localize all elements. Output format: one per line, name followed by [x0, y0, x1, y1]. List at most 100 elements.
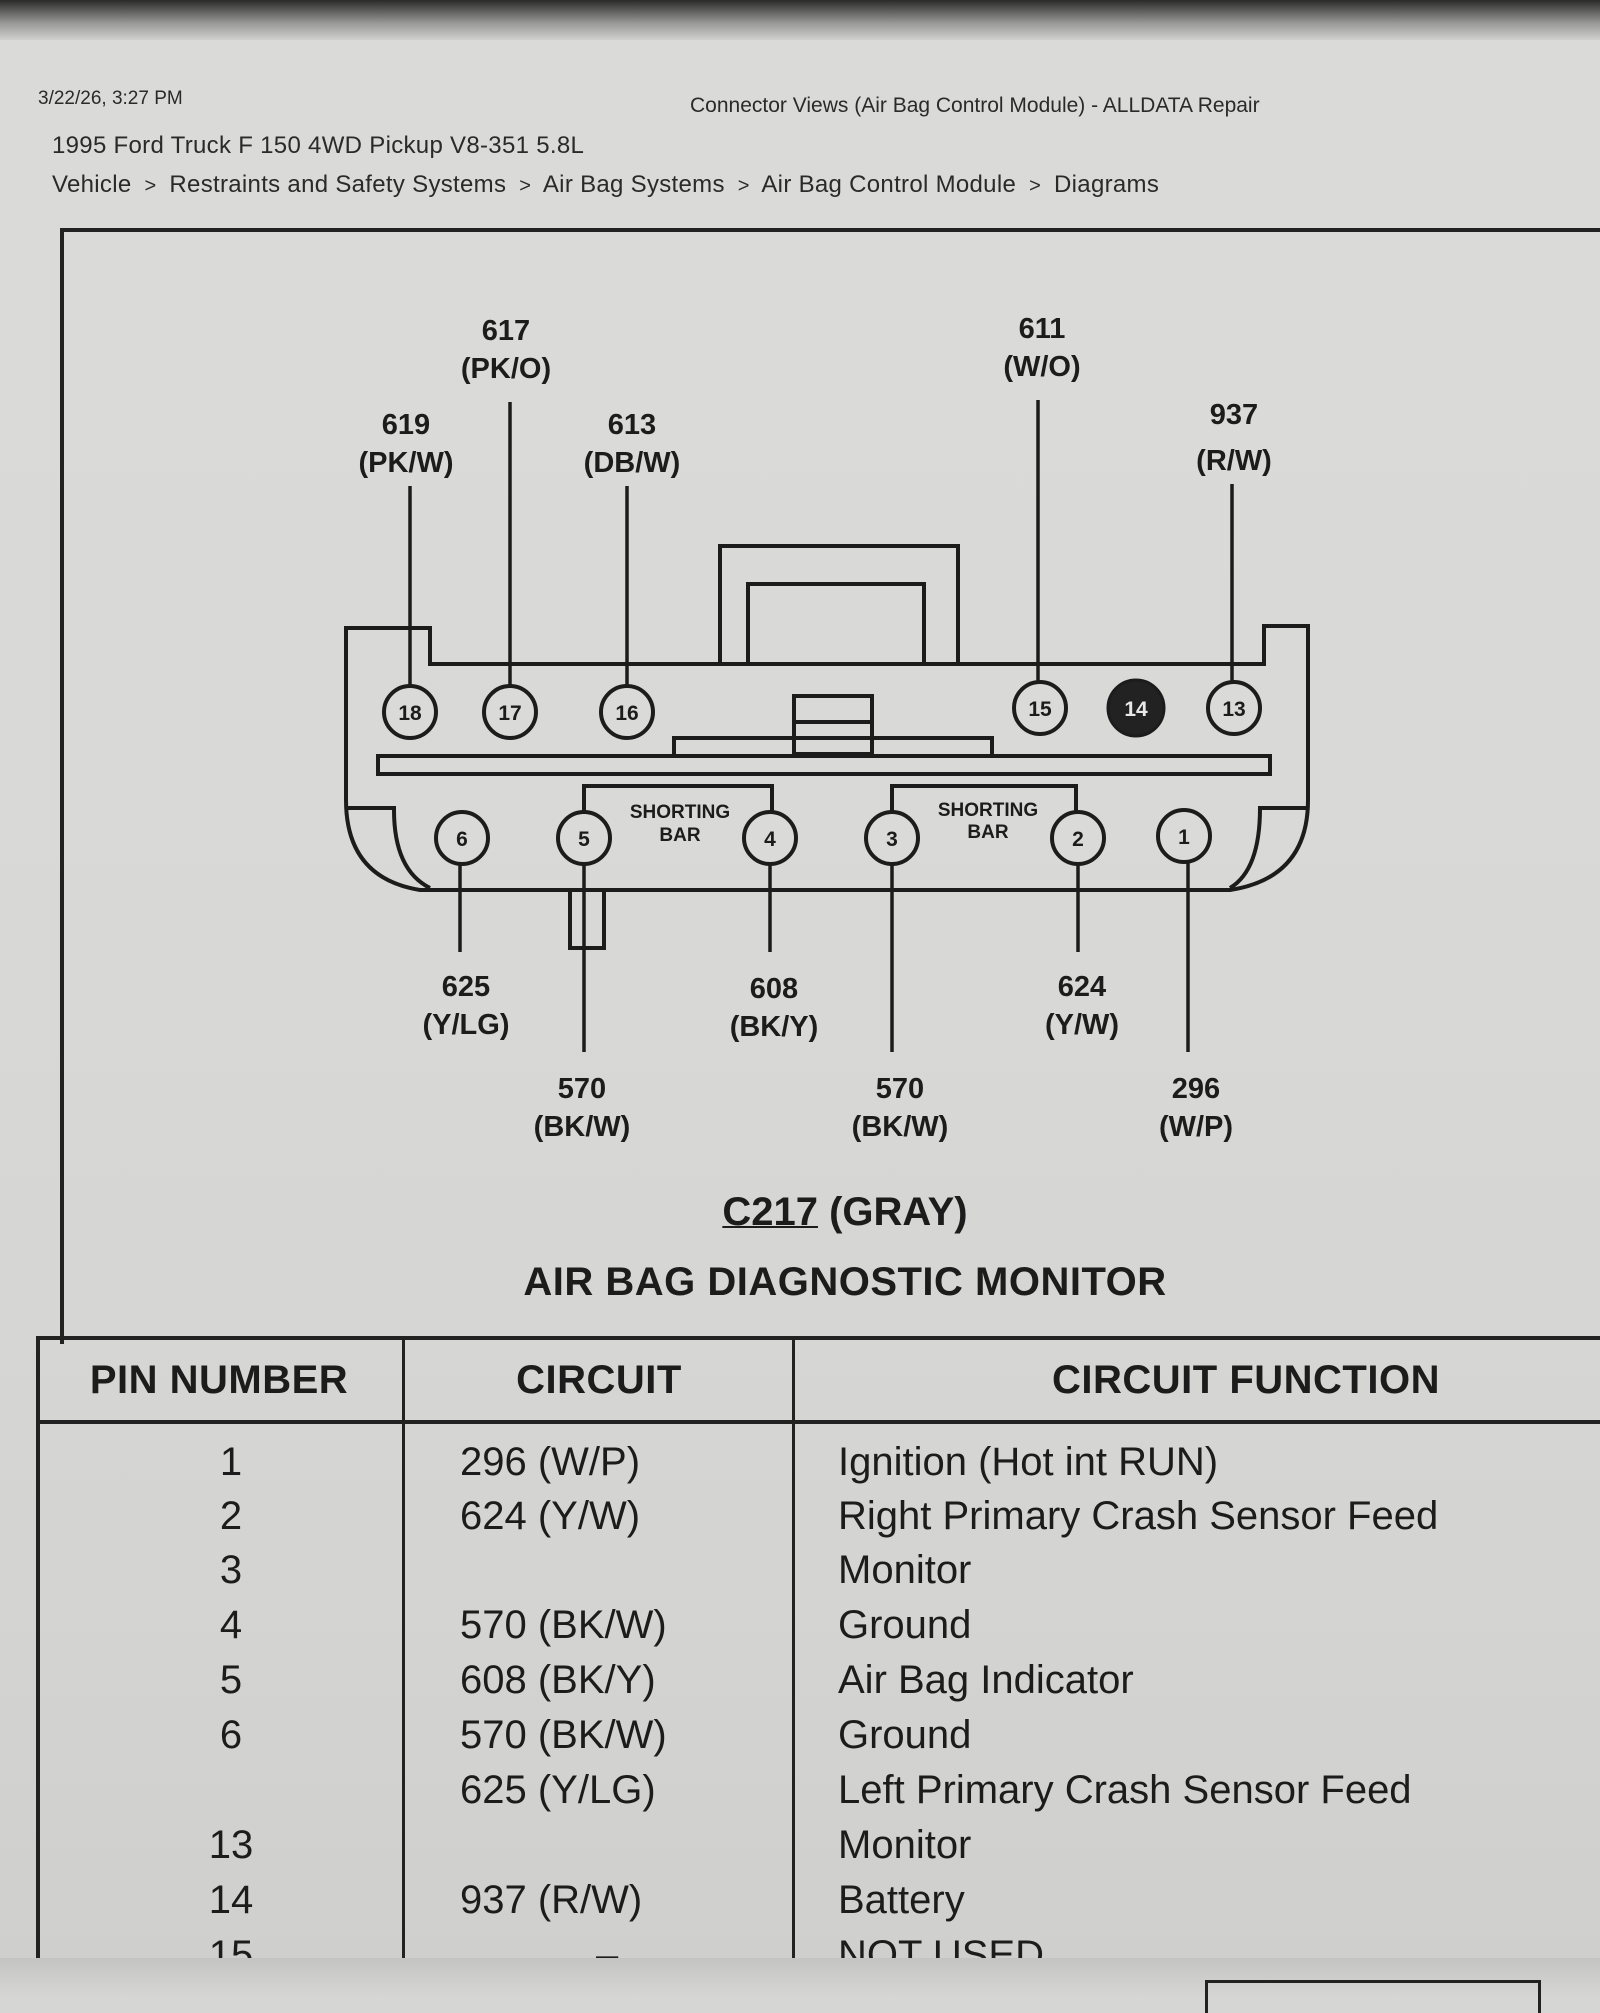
header-pin-number: PIN NUMBER: [89, 1358, 349, 1402]
function-cell: Ground: [838, 1713, 972, 1757]
connector-name: AIR BAG DIAGNOSTIC MONITOR: [523, 1260, 1167, 1304]
center-rail: [376, 754, 1272, 776]
breadcrumb: Vehicle > Restraints and Safety Systems …: [52, 171, 1159, 199]
page-title: Connector Views (Air Bag Control Module)…: [690, 94, 1260, 117]
svg-text:18: 18: [398, 702, 422, 725]
table-row: 2 624 (Y/W) Right Primary Crash Sensor F…: [36, 1494, 1600, 1549]
function-cell: Ignition (Hot int RUN): [838, 1440, 1219, 1484]
pin-1[interactable]: 1: [1156, 808, 1212, 864]
pin-18[interactable]: 18: [382, 684, 438, 740]
pin-cell: 6: [219, 1713, 243, 1757]
housing-right-curve: [1228, 806, 1308, 890]
table-row: 625 (Y/LG) Left Primary Crash Sensor Fee…: [36, 1768, 1600, 1823]
bottom-wire-lines: [458, 858, 1190, 1052]
bottom-pin-row: 6 5 4 3 2 1: [434, 808, 1212, 866]
pin-cell: 1: [219, 1440, 243, 1484]
connector-body: [344, 544, 1310, 950]
printed-page: [0, 30, 1600, 1970]
pin-15[interactable]: 15: [1012, 680, 1068, 736]
vehicle-info: 1995 Ford Truck F 150 4WD Pickup V8-351 …: [52, 132, 585, 159]
pin-cell: 3: [219, 1548, 243, 1592]
bottom-tab: [568, 888, 606, 950]
wire-label-color-pin-5: (BK/W): [534, 1111, 631, 1143]
table-top-border: [36, 1336, 1600, 1340]
pin-16[interactable]: 16: [599, 684, 655, 740]
pin-table: PIN NUMBER CIRCUIT CIRCUIT FUNCTION 1 29…: [36, 1336, 1600, 1977]
pin-cell: 13: [208, 1823, 254, 1867]
function-cell: Monitor: [838, 1548, 972, 1592]
shorting-bar-right-label-2: BAR: [967, 822, 1008, 843]
wire-label-color-pin-18: (PK/W): [358, 447, 453, 479]
shorting-bar-left-label-1: SHORTING: [630, 802, 730, 823]
wire-label-circuit-pin-4: 608: [750, 973, 798, 1005]
svg-text:13: 13: [1222, 698, 1245, 721]
bottom-wire-labels: 625 (Y/LG) 570 (BK/W) 608 (BK/Y) 570 (BK…: [423, 971, 1234, 1143]
svg-text:14: 14: [1124, 698, 1148, 721]
page-top-shadow: [0, 0, 1600, 40]
pin-6[interactable]: 6: [434, 810, 490, 866]
breadcrumb-separator: >: [144, 175, 157, 197]
breadcrumb-item-restraints[interactable]: Restraints and Safety Systems: [169, 171, 507, 198]
breadcrumb-separator: >: [1029, 175, 1042, 197]
svg-text:6: 6: [456, 828, 468, 851]
circuit-cell: 296 (W/P): [460, 1440, 641, 1484]
table-header-border: [36, 1420, 1600, 1424]
svg-text:2: 2: [1072, 828, 1084, 851]
wire-label-color-pin-4: (BK/Y): [730, 1011, 819, 1043]
top-wire-lines: [408, 400, 1234, 688]
wire-label-color-pin-1: (W/P): [1159, 1111, 1233, 1143]
circuit-cell: 937 (R/W): [460, 1878, 643, 1922]
top-wire-labels: 619 (PK/W) 617 (PK/O) 613 (DB/W) 611 (W/…: [358, 313, 1271, 479]
pin-17[interactable]: 17: [482, 684, 538, 740]
diagram-frame: [60, 228, 1600, 1344]
pin-cell: 5: [219, 1658, 243, 1702]
pin-14-filled[interactable]: 14: [1106, 678, 1166, 738]
connector-diagram: 18 17 16 15 14 13 6 5 4 3 2 1 SHORTING B…: [344, 313, 1310, 1143]
breadcrumb-item-vehicle[interactable]: Vehicle: [52, 171, 132, 198]
pin-4[interactable]: 4: [742, 810, 798, 866]
wire-label-color-pin-15: (W/O): [1003, 351, 1080, 383]
pin-cell: 4: [219, 1603, 243, 1647]
svg-text:15: 15: [1028, 698, 1052, 721]
shorting-bar-left: [582, 784, 774, 820]
wire-label-circuit-pin-2: 624: [1058, 971, 1106, 1003]
latch-outer: [718, 544, 960, 664]
table-col-divider-2: [792, 1336, 795, 1966]
wire-label-circuit-pin-15: 611: [1019, 313, 1066, 345]
page-bottom-edge: [0, 1958, 1600, 2000]
wire-label-circuit-pin-18: 619: [382, 409, 430, 441]
latch-inner: [746, 582, 926, 664]
svg-text:5: 5: [578, 828, 590, 851]
pin-5[interactable]: 5: [556, 810, 612, 866]
shorting-bar-right: [890, 784, 1078, 820]
table-row: 1 296 (W/P) Ignition (Hot int RUN): [36, 1440, 1600, 1495]
housing-left-curve: [346, 806, 431, 890]
print-datetime: 3/22/26, 3:27 PM: [38, 88, 183, 109]
breadcrumb-item-diagrams[interactable]: Diagrams: [1054, 171, 1160, 198]
wire-label-color-pin-17: (PK/O): [461, 353, 551, 385]
table-col-divider-1: [402, 1336, 405, 1966]
pin-3[interactable]: 3: [864, 810, 920, 866]
pin-13[interactable]: 13: [1206, 680, 1262, 736]
table-row: 3 Monitor: [36, 1548, 1600, 1603]
svg-text:16: 16: [615, 702, 638, 725]
key-block: [792, 694, 874, 756]
breadcrumb-separator: >: [519, 175, 532, 197]
circuit-cell: 624 (Y/W): [460, 1494, 641, 1538]
wire-label-circuit-pin-16: 613: [608, 409, 656, 441]
table-row: 4 570 (BK/W) Ground: [36, 1603, 1600, 1658]
breadcrumb-item-air-bag-systems[interactable]: Air Bag Systems: [542, 171, 725, 198]
breadcrumb-separator: >: [737, 175, 750, 197]
page-corner-box: [1205, 1980, 1541, 2013]
wire-label-circuit-pin-17: 617: [482, 315, 530, 347]
table-row: 5 608 (BK/Y) Air Bag Indicator: [36, 1658, 1600, 1713]
wire-label-color-pin-2: (Y/W): [1045, 1009, 1119, 1041]
function-cell: Left Primary Crash Sensor Feed: [838, 1768, 1412, 1812]
function-cell: Ground: [838, 1603, 972, 1647]
table-row: 6 570 (BK/W) Ground: [36, 1713, 1600, 1768]
circuit-cell: 570 (BK/W): [460, 1713, 667, 1757]
connector-id-link[interactable]: C217: [722, 1190, 818, 1234]
shorting-bar-left-label-2: BAR: [659, 825, 700, 846]
breadcrumb-item-control-module[interactable]: Air Bag Control Module: [761, 171, 1017, 198]
pin-2[interactable]: 2: [1050, 810, 1106, 866]
